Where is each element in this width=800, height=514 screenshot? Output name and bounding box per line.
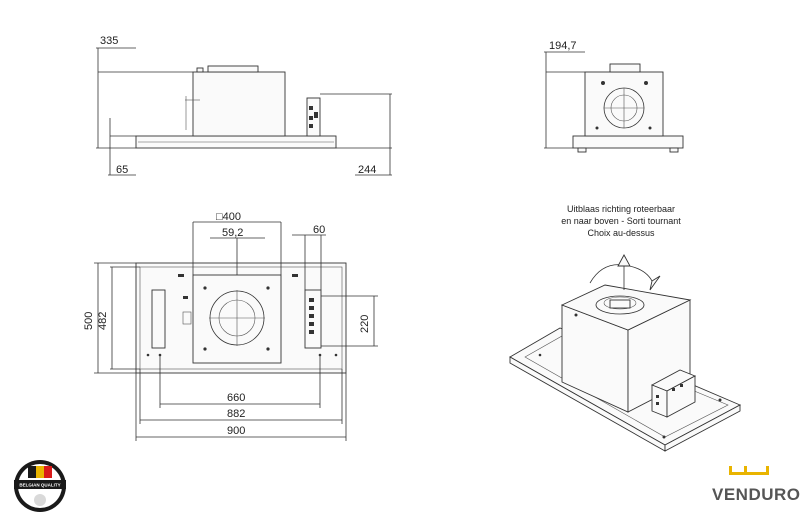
note-line-1: Uitblaas richting roteerbaar: [567, 204, 675, 214]
dim-side-depth: 244: [358, 164, 376, 176]
dim-outer-width: 500: [83, 312, 95, 330]
brand-name: VENDURO: [712, 485, 800, 504]
venduro-logo: VENDURO: [712, 466, 800, 504]
badge-text: BELGIAN QUALITY: [19, 483, 60, 488]
dim-inner-width: 482: [97, 312, 109, 330]
top-view: □400 59,2 60 500 482 220 660 882: [83, 211, 378, 441]
dim-front-height: 194,7: [549, 40, 577, 52]
dim-motor-width: 60: [313, 224, 325, 236]
side-view: 335 65 244: [96, 35, 392, 176]
dim-side-flange: 65: [116, 164, 128, 176]
dim-duct-square: □400: [216, 211, 241, 223]
belgian-quality-badge: BELGIAN QUALITY: [14, 460, 66, 512]
dim-motor-height: 220: [359, 315, 371, 333]
note-line-3: Choix au-dessus: [587, 228, 655, 238]
note-line-2: en naar boven - Sorti tournant: [561, 216, 681, 226]
dim-length-660: 660: [227, 392, 245, 404]
front-view: 194,7: [544, 40, 684, 153]
dim-side-height: 335: [100, 35, 118, 47]
isometric-view: Uitblaas richting roteerbaar en naar bov…: [509, 204, 742, 452]
dim-duct-offset: 59,2: [222, 227, 243, 239]
dim-length-900: 900: [227, 425, 245, 437]
dim-length-882: 882: [227, 408, 245, 420]
